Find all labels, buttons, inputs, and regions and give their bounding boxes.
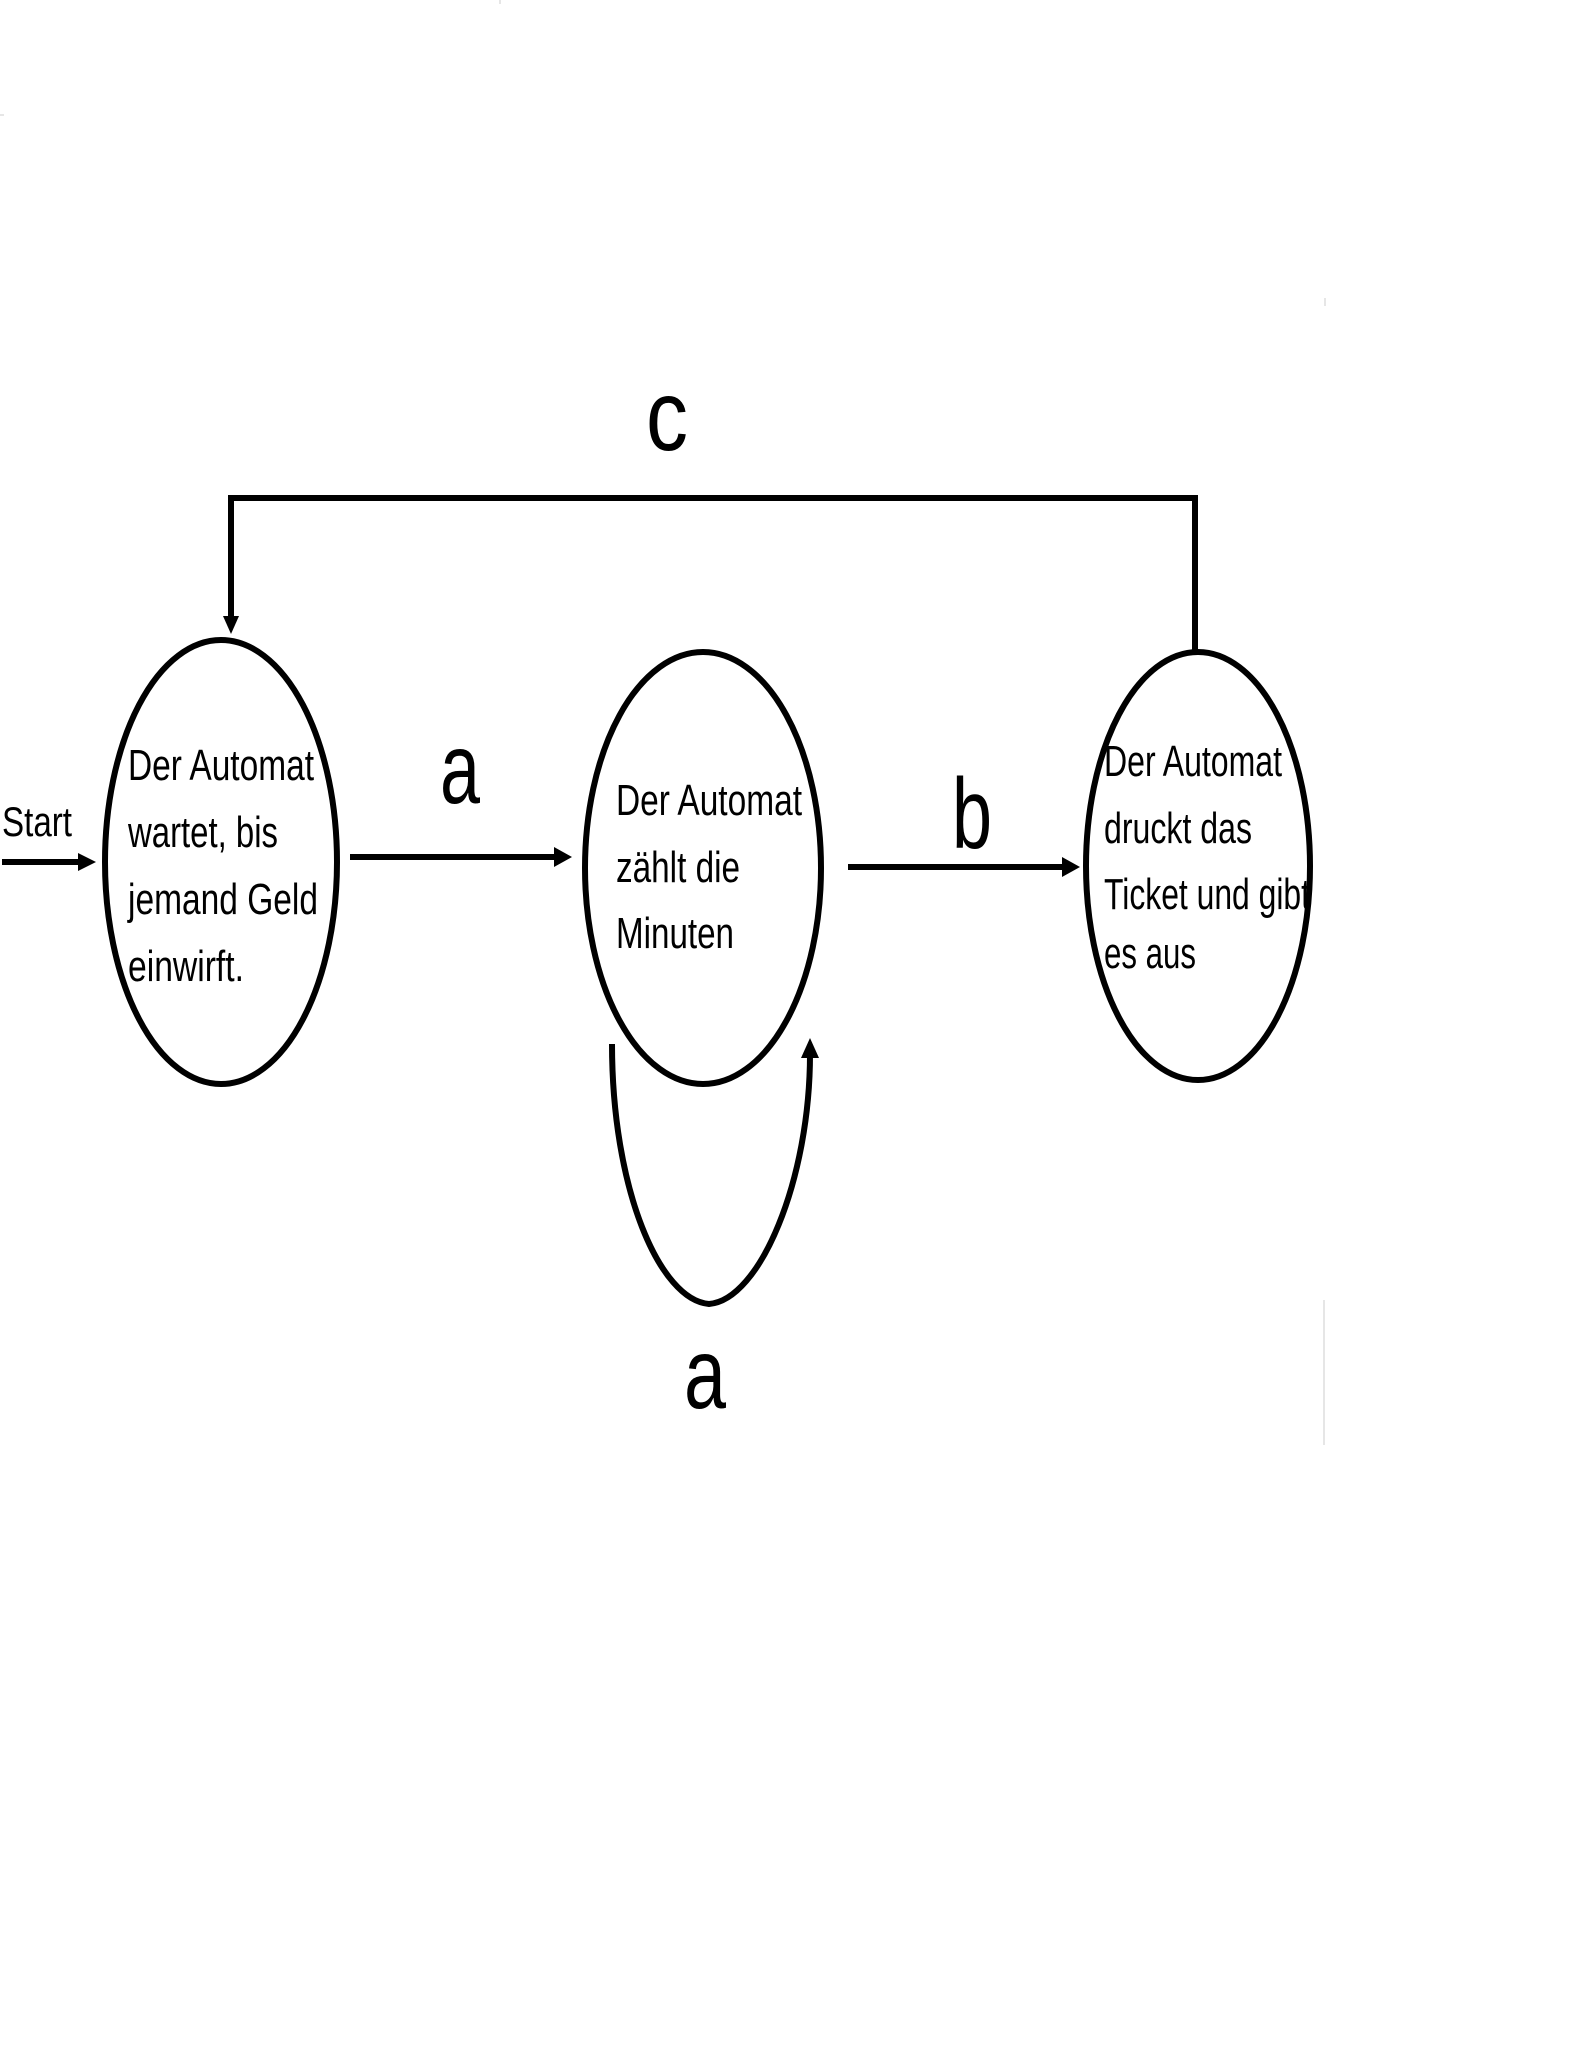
state-warten: Der Automat wartet, bis jemand Geld einw…	[102, 637, 340, 1087]
state-label-line: Ticket und gibt	[1104, 870, 1310, 919]
state-circle	[1083, 649, 1313, 1083]
state-drucken: Der Automat druckt das Ticket und gibt e…	[1083, 649, 1313, 1083]
state-label-line: Minuten	[616, 909, 734, 958]
transition-label: b	[952, 758, 992, 870]
state-label-line: druckt das	[1104, 804, 1252, 853]
state-label-line: Der Automat	[616, 776, 802, 825]
state-circle	[582, 649, 824, 1087]
start-label: Start	[2, 798, 72, 845]
state-zaehlen: Der Automat zählt die Minuten	[582, 649, 824, 1087]
start-arrow	[2, 853, 96, 871]
state-label-line: zählt die	[616, 843, 740, 892]
state-label-line: es aus	[1104, 929, 1196, 978]
state-circle	[102, 637, 340, 1087]
transition-label: a	[684, 1318, 726, 1430]
state-label-line: Der Automat	[1104, 737, 1282, 786]
transition-b-arrow	[848, 857, 1080, 877]
state-label-line: Der Automat	[128, 741, 314, 790]
state-label-line: wartet, bis	[127, 808, 278, 857]
transition-c-arrow	[223, 495, 1198, 655]
state-label-line: jemand Geld	[126, 875, 318, 924]
transition-self-loop-arrow	[609, 1038, 819, 1308]
transition-label: a	[440, 713, 480, 825]
transition-label: c	[646, 360, 688, 472]
transition-a-arrow	[350, 847, 572, 867]
state-label-line: einwirft.	[128, 942, 244, 991]
